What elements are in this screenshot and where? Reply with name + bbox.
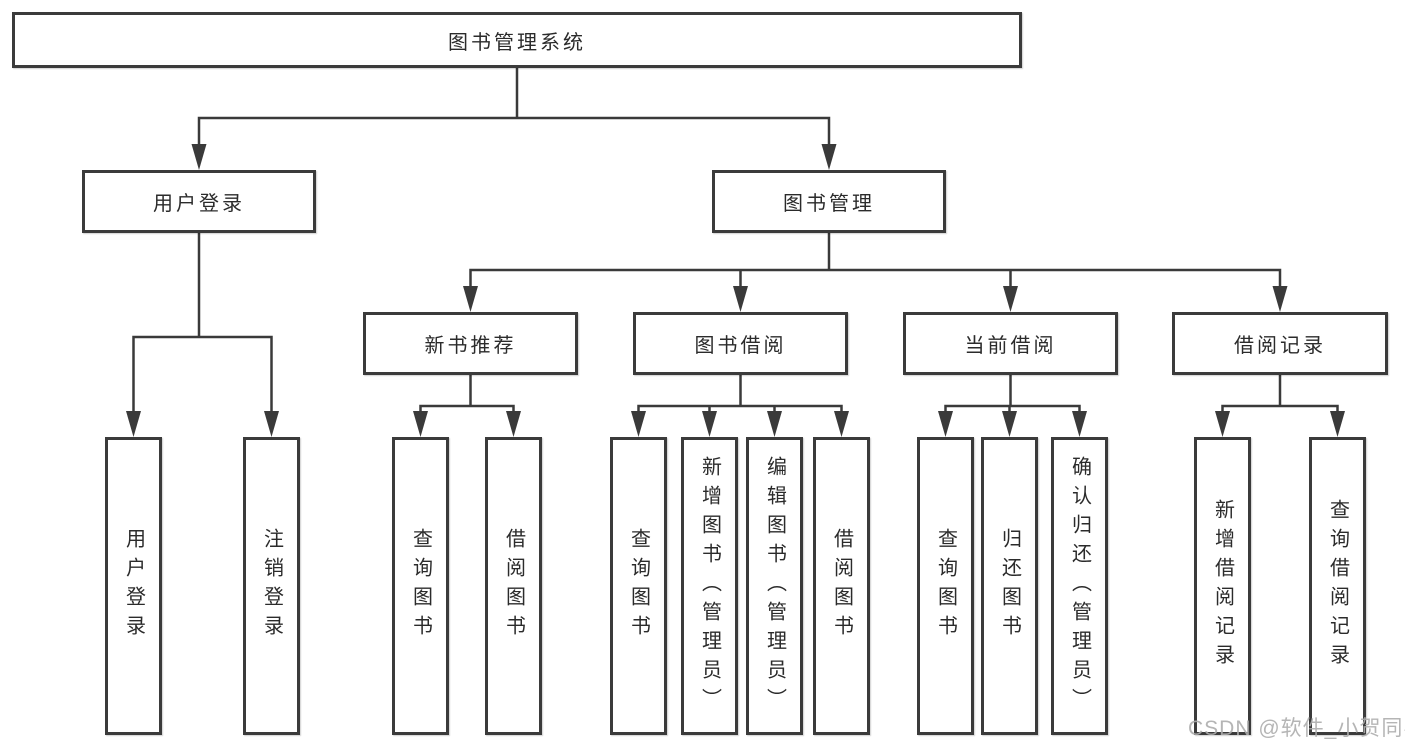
node-new-book-recommend: 新书推荐 xyxy=(363,312,578,375)
arrowheads-new-book-to-leaves xyxy=(413,411,521,437)
node-root-label: 图书管理系统 xyxy=(448,31,586,54)
node-leaf-borrow-books-recommend-label: 借阅图书 xyxy=(502,528,525,644)
connector-borrow-records-to-leaves xyxy=(1221,373,1339,414)
connector-book-borrowing-to-leaves xyxy=(637,373,843,414)
node-root: 图书管理系统 xyxy=(12,12,1022,68)
node-current-borrowing-label: 当前借阅 xyxy=(964,335,1057,357)
node-leaf-return-books: 归还图书 xyxy=(981,437,1038,735)
arrowheads-borrow-records-to-leaves xyxy=(1215,411,1345,437)
node-leaf-query-books-borrowing: 查询图书 xyxy=(610,437,667,735)
arrowheads-book-borrowing-to-leaves xyxy=(631,411,849,437)
node-leaf-add-books-admin-label: 新增图书（管理员） xyxy=(698,455,721,717)
node-leaf-query-borrow-record-label: 查询借阅记录 xyxy=(1326,499,1349,673)
connector-root-to-level1 xyxy=(197,66,831,148)
node-leaf-query-books-borrowing-label: 查询图书 xyxy=(627,528,650,644)
node-borrow-records: 借阅记录 xyxy=(1172,312,1388,375)
node-book-borrowing: 图书借阅 xyxy=(633,312,848,375)
node-book-management: 图书管理 xyxy=(712,170,946,233)
node-current-borrowing: 当前借阅 xyxy=(903,312,1118,375)
node-leaf-edit-books-admin-label: 编辑图书（管理员） xyxy=(763,455,786,717)
csdn-watermark: CSDN @软件_小贺同学 xyxy=(1188,717,1405,740)
node-leaf-user-login: 用户登录 xyxy=(105,437,162,735)
node-leaf-user-login-label: 用户登录 xyxy=(122,528,145,644)
node-leaf-confirm-return-admin-label: 确认归还（管理员） xyxy=(1068,455,1091,717)
node-leaf-logout-label: 注销登录 xyxy=(260,528,283,644)
node-leaf-query-books-recommend-label: 查询图书 xyxy=(409,528,432,644)
arrowheads-user-login-to-leaves xyxy=(126,411,279,437)
node-user-login-label: 用户登录 xyxy=(153,193,245,215)
node-leaf-query-books-recommend: 查询图书 xyxy=(392,437,449,735)
node-user-login: 用户登录 xyxy=(82,170,316,233)
node-leaf-add-borrow-record: 新增借阅记录 xyxy=(1194,437,1251,735)
node-leaf-add-books-admin: 新增图书（管理员） xyxy=(681,437,738,735)
node-leaf-borrow-books-borrowing-label: 借阅图书 xyxy=(830,528,853,644)
connector-book-mgmt-to-level2 xyxy=(469,231,1282,292)
node-leaf-borrow-books-borrowing: 借阅图书 xyxy=(813,437,870,735)
connector-current-borrowing-to-leaves xyxy=(944,373,1081,414)
node-leaf-query-books-current: 查询图书 xyxy=(917,437,974,735)
node-leaf-borrow-books-recommend: 借阅图书 xyxy=(485,437,542,735)
arrowheads-book-mgmt-to-level2 xyxy=(463,286,1288,312)
arrowheads-root-to-level1 xyxy=(191,144,837,170)
connector-new-book-to-leaves xyxy=(419,373,515,414)
node-leaf-edit-books-admin: 编辑图书（管理员） xyxy=(746,437,803,735)
node-book-borrowing-label: 图书借阅 xyxy=(694,335,787,357)
node-leaf-add-borrow-record-label: 新增借阅记录 xyxy=(1211,499,1234,673)
node-borrow-records-label: 借阅记录 xyxy=(1234,335,1326,357)
node-book-management-label: 图书管理 xyxy=(783,193,875,215)
node-leaf-return-books-label: 归还图书 xyxy=(998,528,1021,644)
node-leaf-query-books-current-label: 查询图书 xyxy=(934,528,957,644)
node-leaf-confirm-return-admin: 确认归还（管理员） xyxy=(1051,437,1108,735)
node-new-book-recommend-label: 新书推荐 xyxy=(424,335,517,357)
arrowheads-current-borrowing-to-leaves xyxy=(938,411,1087,437)
connector-user-login-to-leaves xyxy=(132,231,273,415)
node-leaf-query-borrow-record: 查询借阅记录 xyxy=(1309,437,1366,735)
node-leaf-logout: 注销登录 xyxy=(243,437,300,735)
